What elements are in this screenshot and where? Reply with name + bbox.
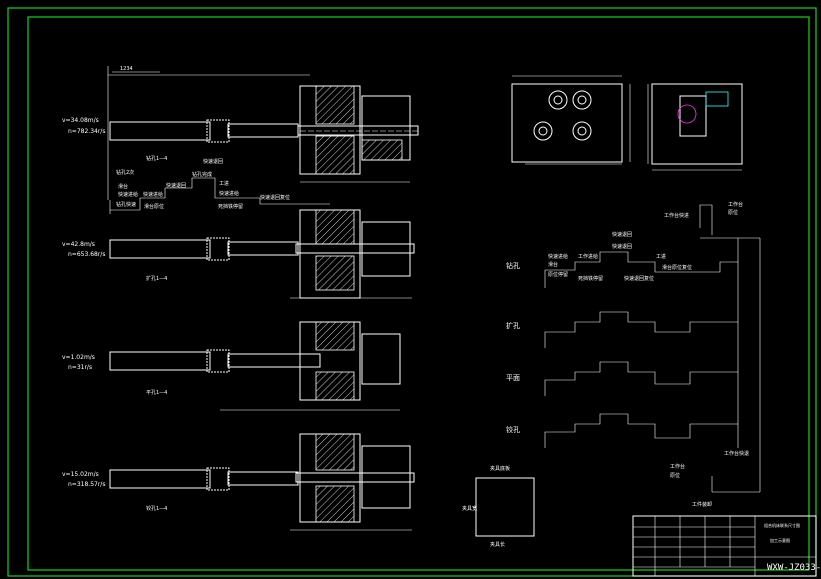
inner-border xyxy=(27,16,810,571)
cycle-diagram-top: 钻孔快速 快速进给 快速退回 滑台 快速进给 工进 快速退回 钻孔完成 钻孔2次… xyxy=(109,158,330,214)
stage-1-fixture: 钻孔1—4 xyxy=(146,155,167,162)
title-name-1: 组合机床联系尺寸图 xyxy=(764,522,800,528)
stage-2-n: n=653.68r/s xyxy=(68,251,105,258)
fixture-box-top: 夹具底板 xyxy=(490,465,510,472)
cycle-top-g: 快速退回 xyxy=(203,158,223,165)
stage-2-v: v=42.8m/s xyxy=(62,241,95,248)
fixture-box-left: 夹具宽 xyxy=(462,505,477,512)
stage-4-n: n=318.57r/s xyxy=(68,481,105,488)
cycle-top-h: 钻孔完成 xyxy=(192,171,212,178)
cycle-right-start2: 工作台 xyxy=(728,201,743,208)
stage-row-2 xyxy=(109,209,415,299)
outer-border xyxy=(7,7,817,577)
cycle-top-m: 快速退回复位 xyxy=(260,194,290,201)
stage-3-n: n=31r/s xyxy=(68,364,92,371)
process-label-2: 扩孔 xyxy=(506,321,520,330)
stage-row-4 xyxy=(109,433,415,531)
fixture-box-bottom: 夹具长 xyxy=(490,541,505,548)
title-name-2: 加工示意图 xyxy=(770,537,790,543)
cycle-top-i: 钻孔2次 xyxy=(116,169,134,176)
stage-3-fixture: 平孔1—4 xyxy=(146,389,167,396)
cycle-right-start3: 原位 xyxy=(728,209,738,216)
stage-4-fixture: 铰孔1—4 xyxy=(146,505,167,512)
cycle-top-j: 滑台原位 xyxy=(144,203,164,210)
cycle-right-s1: 快速进给 xyxy=(548,253,568,260)
cycle-right-s4: 滑台 xyxy=(548,261,558,268)
cycle-top-e: 快速进给 xyxy=(118,191,138,198)
fixture-box: 夹具底板 夹具宽 夹具长 xyxy=(462,465,535,548)
cycle-right-s2: 工作进给 xyxy=(578,253,598,260)
stage-row-1: 1234 xyxy=(107,66,420,200)
stage-1-n: n=782.34r/s xyxy=(68,128,105,135)
stage-4-v: v=15.02m/s xyxy=(62,471,99,478)
cycle-top-b: 快速进给 xyxy=(143,191,163,198)
cycle-right-end3: 原位 xyxy=(670,472,680,479)
part-front-view xyxy=(511,75,631,165)
stage-row-3 xyxy=(109,321,401,411)
cycle-diagram-right: 工作台快进 工作台 原位 快速进给 工作进给 快速退回 滑台 原位停留 死挡铁停… xyxy=(544,201,761,508)
cycle-top-d: 滑台 xyxy=(118,183,128,190)
cycle-right-end4: 工件装卸 xyxy=(692,501,712,508)
cycle-top-a: 钻孔快速 xyxy=(116,201,136,208)
drawing-code: WXW-JZ033-C xyxy=(767,563,821,573)
stage-2-fixture: 扩孔1—4 xyxy=(146,275,167,282)
cycle-top-c: 快速退回 xyxy=(166,182,186,189)
cycle-right-end1: 工作台快退 xyxy=(724,450,749,457)
part-side-view xyxy=(647,83,743,171)
cycle-right-s7: 快速退回复位 xyxy=(624,275,654,282)
cycle-right-s6: 死挡铁停留 xyxy=(578,275,603,282)
process-label-4: 铰孔 xyxy=(506,425,520,434)
cycle-right-s5: 原位停留 xyxy=(548,271,568,278)
cycle-right-s9: 滑台原位复位 xyxy=(662,264,692,271)
cycle-right-s10: 快速退回 xyxy=(612,231,632,238)
cycle-right-start: 工作台快进 xyxy=(664,212,689,219)
svg-text:1234: 1234 xyxy=(120,66,133,72)
title-block: 组合机床联系尺寸图 加工示意图 xyxy=(632,515,817,577)
cycle-right-s3: 快速退回 xyxy=(612,243,632,250)
stage-3-v: v=1.02m/s xyxy=(62,354,95,361)
process-label-1: 钻孔 xyxy=(506,261,520,270)
cycle-right-s8: 工进 xyxy=(656,253,666,260)
cycle-top-k: 死挡铁停留 xyxy=(218,203,243,210)
stage-1-v: v=34.08m/s xyxy=(62,117,99,124)
cycle-top-f: 工进 xyxy=(219,180,229,187)
cycle-top-l: 快速进给 xyxy=(219,190,239,197)
cycle-right-end2: 工作台 xyxy=(670,463,685,470)
process-label-3: 平面 xyxy=(506,374,520,382)
